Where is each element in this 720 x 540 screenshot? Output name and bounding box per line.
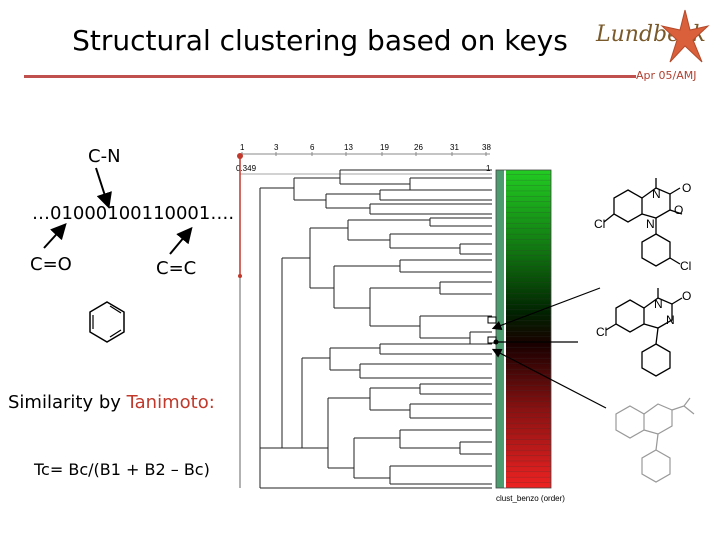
bond-co-label: C=O [30, 254, 72, 275]
svg-text:Cl: Cl [680, 259, 691, 273]
left-similarity-value: 0.349 [236, 164, 257, 173]
date-author: Apr 05/AMJ [636, 69, 697, 82]
title-underline [24, 75, 636, 78]
tick-label: 6 [310, 143, 315, 152]
svg-text:Cl: Cl [594, 217, 605, 231]
tick-label: 26 [414, 143, 423, 152]
svg-text:O: O [682, 289, 691, 303]
right-similarity-value: 1 [486, 164, 491, 173]
svg-text:O: O [682, 181, 691, 195]
svg-text:N: N [666, 313, 675, 327]
tick-label: 1 [240, 143, 245, 152]
arrow-co [43, 223, 67, 249]
similarity-prefix: Similarity by [8, 392, 127, 413]
slide-title: Structural clustering based on keys [72, 24, 568, 57]
benzodiazepine-molecule-3-icon [615, 397, 695, 483]
top-tick-labels: 1 3 6 13 19 26 31 38 [236, 143, 498, 155]
starfish-logo-icon [660, 9, 710, 63]
tick-label: 13 [344, 143, 353, 152]
tanimoto-formula: Tc= Bc/(B1 + B2 – Bc) [34, 460, 210, 479]
arrow-cc [169, 226, 193, 255]
cutoff-marker-icon [237, 153, 243, 159]
similarity-text: Similarity by Tanimoto: [8, 392, 215, 413]
bond-cn-label: C-N [88, 146, 121, 167]
arrow-cn [95, 167, 112, 209]
svg-text:Cl: Cl [596, 325, 607, 339]
tick-label: 38 [482, 143, 491, 152]
bit-string: …01000100110001…. [32, 203, 235, 224]
dendrogram-tree [259, 169, 492, 489]
similarity-method: Tanimoto: [126, 392, 215, 413]
benzodiazepine-molecule-1-icon [603, 178, 683, 267]
svg-text:O: O [674, 203, 683, 217]
tick-label: 19 [380, 143, 389, 152]
benzodiazepine-molecule-2-icon [605, 288, 683, 377]
pointer-arrow [491, 348, 607, 409]
tick-label: 31 [450, 143, 459, 152]
dendrogram-caption: clust_benzo (order) [496, 494, 565, 503]
bit-arrows [43, 167, 193, 343]
benzene-ring-icon [89, 301, 125, 343]
svg-text:N: N [654, 297, 663, 311]
pointer-arrow [491, 287, 601, 330]
svg-text:N: N [646, 217, 655, 231]
svg-text:N: N [652, 187, 661, 201]
bond-cc-label: C=C [156, 258, 197, 279]
tick-label: 3 [274, 143, 279, 152]
